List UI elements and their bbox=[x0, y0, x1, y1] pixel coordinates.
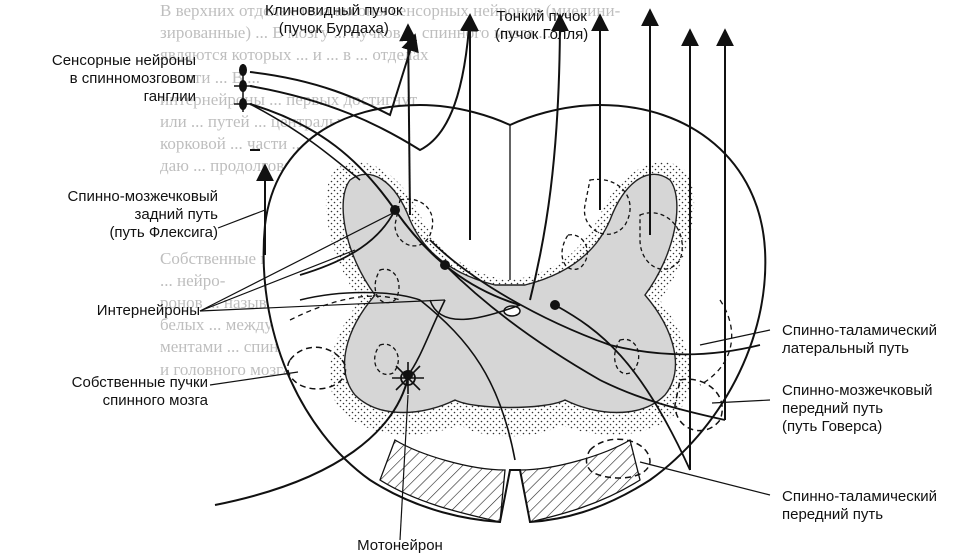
leader-line bbox=[218, 210, 265, 228]
label-goll: Тонкий пучок(пучок Голля) bbox=[495, 8, 588, 44]
label-motoneuron: Мотонейрон bbox=[325, 537, 475, 555]
sensory-neuron-cells bbox=[234, 64, 252, 112]
leader-line bbox=[640, 462, 770, 495]
leader-line bbox=[210, 372, 298, 385]
afferent-fiber bbox=[250, 35, 415, 115]
label-interneurons: Интернейроны bbox=[30, 302, 200, 320]
label-burdach: Клиновидный пучок(пучок Бурдаха) bbox=[265, 2, 403, 38]
